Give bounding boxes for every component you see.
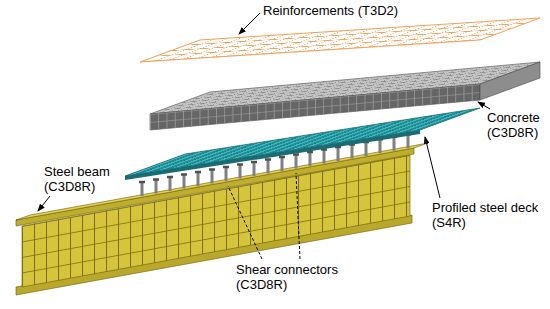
leader-line [239, 13, 260, 34]
leader-line [425, 137, 440, 198]
part-label: Shear connectors (C3D8R) [236, 262, 344, 292]
leader-line [478, 102, 490, 109]
leader-line [228, 186, 262, 259]
part-label: Reinforcements (T3D2) [263, 3, 423, 18]
part-label: Concrete (C3D8R) [487, 110, 547, 140]
steel-beam [16, 143, 428, 295]
leader-line [38, 196, 50, 211]
leader-line [296, 173, 300, 259]
leader-lines [38, 13, 490, 259]
concrete-slab [150, 62, 540, 130]
part-label: Profiled steel deck (S4R) [432, 200, 546, 230]
part-label: Steel beam (C3D8R) [44, 164, 118, 194]
reinforcement-mesh [140, 18, 540, 62]
